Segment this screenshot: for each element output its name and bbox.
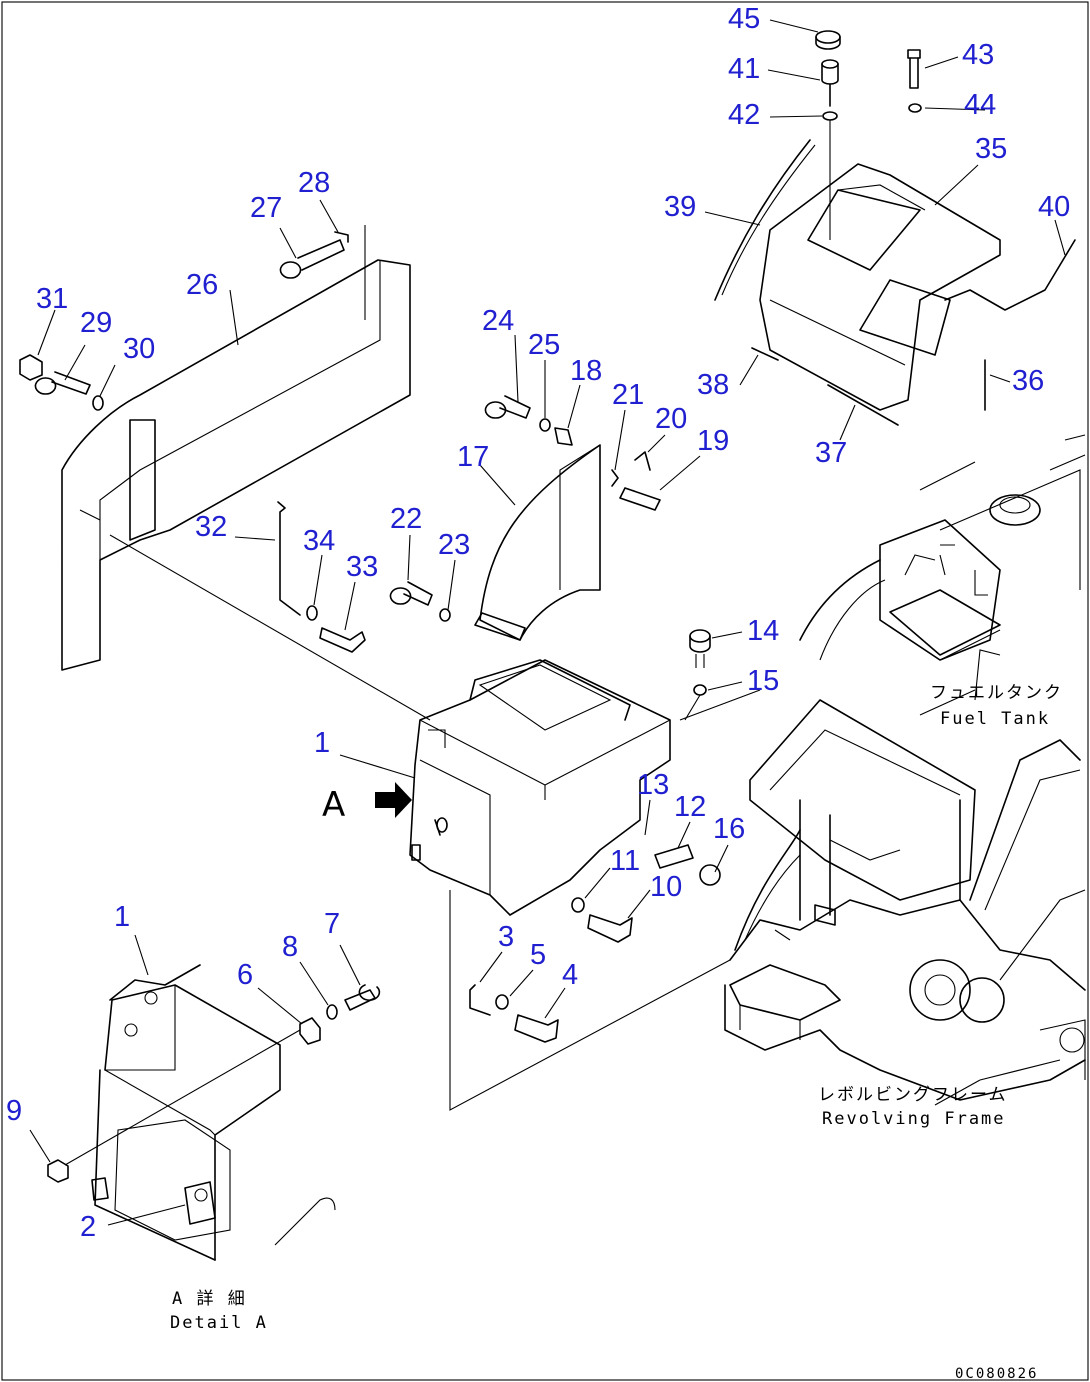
revolving-frame-label-en: Revolving Frame — [822, 1109, 1006, 1129]
callout-26: 26 — [186, 269, 218, 301]
text-labels: A フュエルタンク Fuel Tank レボルビングフレーム Revolving… — [170, 683, 1063, 1382]
leaders-middle — [234, 334, 701, 631]
callout-11: 11 — [610, 845, 640, 877]
callout-42: 42 — [728, 99, 760, 131]
revolving-frame-label-ja: レボルビングフレーム — [818, 1085, 1008, 1105]
callout-5: 5 — [530, 939, 546, 971]
callout-22: 22 — [390, 503, 422, 535]
leaders-top-right — [704, 19, 1066, 441]
callout-6: 6 — [237, 959, 253, 991]
callout-13: 13 — [637, 769, 669, 801]
callout-7: 7 — [324, 908, 340, 940]
callout-27: 27 — [250, 192, 282, 224]
callout-16: 16 — [713, 813, 745, 845]
callout-24: 24 — [482, 305, 514, 337]
callout-35: 35 — [975, 133, 1007, 165]
detail-a-label-ja: A 詳 細 — [172, 1289, 247, 1309]
callout-10: 10 — [650, 871, 682, 903]
callout-25: 25 — [528, 329, 560, 361]
callout-23: 23 — [438, 529, 470, 561]
callout-29: 29 — [80, 307, 112, 339]
callout-14: 14 — [747, 615, 779, 647]
fuel-tank-label-ja: フュエルタンク — [930, 683, 1063, 703]
callout-8: 8 — [282, 931, 298, 963]
callout-9: 9 — [6, 1095, 22, 1127]
callout-36: 36 — [1012, 365, 1044, 397]
callout-31: 31 — [36, 283, 68, 315]
top-cover-assembly — [714, 30, 1076, 426]
callout-39: 39 — [664, 191, 696, 223]
main-box-assembly — [375, 629, 761, 1111]
callout-15: 15 — [747, 665, 779, 697]
callout-20: 20 — [655, 403, 687, 435]
callout-19: 19 — [697, 425, 729, 457]
callout-41: 41 — [728, 53, 760, 85]
callout-12: 12 — [674, 791, 706, 823]
detail-a-view — [47, 964, 381, 1261]
callout-44: 44 — [964, 89, 996, 121]
callout-32: 32 — [195, 511, 227, 543]
callout-45: 45 — [728, 3, 760, 35]
fuel-tank-label-en: Fuel Tank — [940, 709, 1050, 729]
callout-34: 34 — [303, 525, 335, 557]
callout-numbers: 45 41 43 42 44 35 39 40 28 27 26 31 29 3… — [6, 3, 1070, 1243]
detail-a-label-en: Detail A — [170, 1313, 268, 1333]
drawing-code: 0C080826 — [955, 1366, 1038, 1382]
callout-30: 30 — [123, 333, 155, 365]
callout-2: 2 — [80, 1211, 96, 1243]
callout-21: 21 — [612, 379, 644, 411]
callout-18: 18 — [570, 355, 602, 387]
callout-17: 17 — [457, 441, 489, 473]
leaders-detail — [29, 934, 361, 1226]
machine-frame — [724, 434, 1086, 1106]
callout-43: 43 — [962, 39, 994, 71]
side-panel-assembly — [19, 225, 431, 721]
callout-3: 3 — [498, 921, 514, 953]
leaders-left — [37, 199, 339, 397]
callout-38: 38 — [697, 369, 729, 401]
bracket-assembly — [277, 395, 661, 653]
callout-4: 4 — [562, 959, 578, 991]
view-arrow-icon — [375, 782, 412, 818]
callout-33: 33 — [346, 551, 378, 583]
view-marker-a: A — [322, 785, 345, 825]
callout-1-detail: 1 — [114, 901, 130, 933]
callout-28: 28 — [298, 167, 330, 199]
callout-37: 37 — [815, 437, 847, 469]
callout-40: 40 — [1038, 191, 1070, 223]
callout-1: 1 — [314, 727, 330, 759]
leaders-box — [339, 631, 743, 1019]
